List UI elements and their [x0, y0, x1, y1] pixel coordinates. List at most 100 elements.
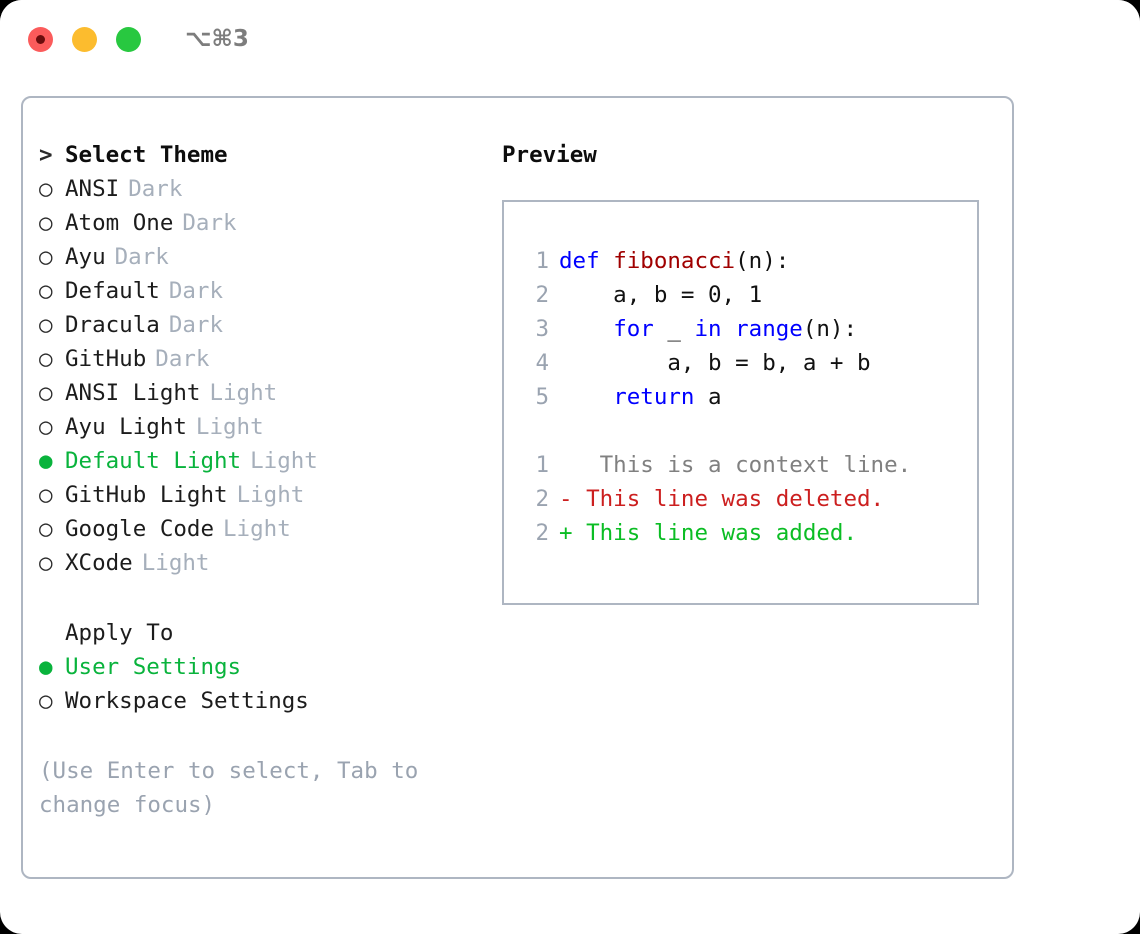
radio-selected-icon: ● [39, 654, 53, 680]
code-token: fibonacci [613, 248, 736, 274]
theme-name: Atom One [65, 210, 174, 236]
radio-unselected-icon: ○ [39, 210, 53, 236]
theme-category: Light [141, 550, 210, 576]
line-number: 5 [535, 384, 549, 410]
theme-list-item[interactable]: ○ Ayu Light Light [39, 414, 489, 448]
theme-category: Light [250, 448, 318, 474]
theme-category: Dark [155, 346, 210, 372]
apply-to-item[interactable]: ○ Workspace Settings [39, 688, 489, 722]
code-token: a, b = 0, 1 [559, 282, 763, 308]
theme-category: Light [209, 380, 278, 406]
apply-to-item-selected[interactable]: ● User Settings [39, 654, 489, 688]
code-line: 1 def fibonacci(n): [504, 248, 977, 282]
theme-name: Default Light [65, 448, 242, 474]
theme-category: Light [236, 482, 305, 508]
theme-category: Dark [114, 244, 169, 270]
radio-unselected-icon: ○ [39, 278, 53, 304]
diff-line-context: 1 This is a context line. [504, 452, 977, 486]
code-token [600, 248, 614, 274]
line-number: 2 [535, 282, 549, 308]
list-spacer [39, 584, 489, 620]
code-token: (n): [735, 248, 790, 274]
theme-name: GitHub [65, 346, 147, 372]
theme-category: Light [195, 414, 264, 440]
radio-unselected-icon: ○ [39, 516, 53, 542]
line-number: 2 [535, 520, 549, 546]
theme-name: Ayu Light [65, 414, 187, 440]
close-button-dot [36, 34, 45, 44]
diff-text: This is a context line. [572, 452, 912, 478]
radio-unselected-icon: ○ [39, 482, 53, 508]
line-number: 2 [535, 486, 549, 512]
theme-name: XCode [65, 550, 133, 576]
radio-unselected-icon: ○ [39, 176, 53, 202]
line-number: 4 [535, 350, 549, 376]
code-token: return [613, 384, 695, 410]
line-number: 1 [535, 248, 549, 274]
keyboard-hint-text: (Use Enter to select, Tab to change focu… [39, 758, 419, 818]
theme-list-item[interactable]: ○ ANSI Dark [39, 176, 489, 210]
code-token [559, 384, 613, 410]
traffic-lights [28, 26, 141, 52]
radio-unselected-icon: ○ [39, 414, 53, 440]
minimize-button[interactable] [72, 26, 97, 52]
theme-category: Light [223, 516, 291, 542]
preview-heading: Preview [502, 142, 597, 168]
radio-unselected-icon: ○ [39, 312, 53, 338]
close-button[interactable] [28, 26, 53, 52]
theme-category: Dark [182, 210, 237, 236]
radio-unselected-icon: ○ [39, 688, 53, 714]
code-token: in [694, 316, 722, 342]
theme-list-item-selected[interactable]: ● Default Light Light [39, 448, 489, 482]
code-token: a [694, 384, 722, 410]
theme-name: Ayu [65, 244, 106, 270]
maximize-button[interactable] [116, 26, 141, 52]
diff-sign-minus: - [559, 486, 573, 512]
line-number: 3 [535, 316, 549, 342]
keyboard-shortcut-label: ⌥⌘3 [185, 26, 249, 52]
diff-sign-plus: + [559, 520, 573, 546]
prompt-caret-icon: > [39, 142, 53, 168]
diff-text: This line was added. [572, 520, 858, 546]
radio-unselected-icon: ○ [39, 346, 53, 372]
select-theme-heading-label: Select Theme [65, 142, 228, 168]
radio-selected-icon: ● [39, 448, 53, 474]
code-token: def [559, 248, 600, 274]
theme-list-item[interactable]: ○ Google Code Light [39, 516, 489, 550]
diff-text: This line was deleted. [572, 486, 885, 512]
radio-unselected-icon: ○ [39, 550, 53, 576]
theme-list-item[interactable]: ○ ANSI Light Light [39, 380, 489, 414]
select-theme-heading: > Select Theme [39, 142, 489, 176]
preview-gap [504, 418, 977, 452]
code-token: (n): [802, 316, 858, 342]
theme-list-item[interactable]: ○ Atom One Dark [39, 210, 489, 244]
code-line: 2 a, b = 0, 1 [504, 282, 977, 316]
apply-to-option-label: Workspace Settings [65, 688, 309, 714]
diff-line-added: 2 + This line was added. [504, 520, 977, 554]
theme-list-item[interactable]: ○ GitHub Dark [39, 346, 489, 380]
theme-list-item[interactable]: ○ XCode Light [39, 550, 489, 584]
code-token [722, 316, 736, 342]
theme-name: Google Code [65, 516, 215, 542]
code-token: a, b = b, a + b [559, 350, 871, 376]
theme-name: ANSI Light [65, 380, 201, 406]
code-line: 5 return a [504, 384, 977, 418]
apply-to-option-label: User Settings [65, 654, 242, 680]
theme-category: Dark [128, 176, 183, 202]
theme-list-item[interactable]: ○ Ayu Dark [39, 244, 489, 278]
theme-name: Default [65, 278, 160, 304]
radio-unselected-icon: ○ [39, 244, 53, 270]
theme-name: ANSI [65, 176, 120, 202]
code-line: 3 for _ in range(n): [504, 316, 977, 350]
code-token: _ [653, 316, 695, 342]
apply-to-heading: Apply To [65, 620, 174, 646]
radio-unselected-icon: ○ [39, 380, 53, 406]
line-number: 1 [535, 452, 549, 478]
